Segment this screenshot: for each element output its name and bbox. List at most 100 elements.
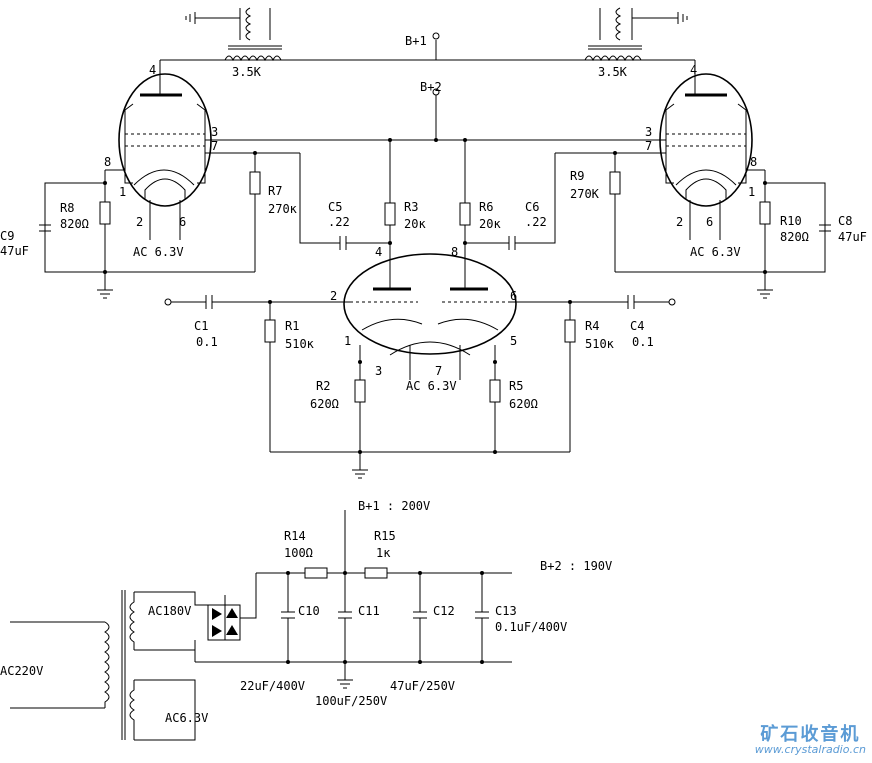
c4-name: C4 (630, 319, 644, 333)
left-tube-pin2: 2 (136, 215, 143, 229)
r3-name: R3 (404, 200, 418, 214)
watermark: 矿石收音机 www.crystalradio.cn (754, 724, 866, 756)
c10-label: C10 (298, 604, 320, 618)
right-tube-pin7: 7 (645, 139, 652, 153)
right-tube-pin2: 2 (676, 215, 683, 229)
b2-label: B+2 (420, 80, 442, 94)
right-tube-pin8: 8 (750, 155, 757, 169)
r5-name: R5 (509, 379, 523, 393)
power-transformer: AC220V AC180V AC6.3V (0, 590, 208, 741)
r3-value: 20κ (404, 217, 426, 231)
left-transformer-label: 3.5K (232, 65, 262, 79)
center-pin5: 5 (510, 334, 517, 348)
c1-value: 0.1 (196, 335, 218, 349)
center-pin2: 2 (330, 289, 337, 303)
r8-resistor (99, 201, 111, 225)
c4-value: 0.1 (632, 335, 654, 349)
c6-value: .22 (525, 215, 547, 229)
ac220-label: AC220V (0, 664, 43, 678)
r9-value: 270K (570, 187, 600, 201)
center-pin1: 1 (344, 334, 351, 348)
center-cathode-network: R2 620Ω R5 620Ω (270, 345, 570, 479)
c8-name: C8 (838, 214, 852, 228)
cap-note-3: 47uF/250V (390, 679, 455, 693)
left-cathode-network: R8 820Ω C9 47uF (0, 169, 125, 299)
left-tube-pin8: 8 (104, 155, 111, 169)
c12-label: C12 (433, 604, 455, 618)
c5-name: C5 (328, 200, 342, 214)
left-tube-pin1: 1 (119, 185, 126, 199)
left-tube-pin7: 7 (211, 139, 218, 153)
r6-value: 20κ (479, 217, 501, 231)
r6-name: R6 (479, 200, 493, 214)
r14-name: R14 (284, 529, 306, 543)
left-tube-pin4: 4 (149, 63, 156, 77)
watermark-url: www.crystalradio.cn (754, 743, 866, 756)
r2-name: R2 (316, 379, 330, 393)
watermark-title: 矿石收音机 (760, 724, 861, 745)
r14-value: 100Ω (284, 546, 313, 560)
left-heater-label: AC 6.3V (133, 245, 184, 259)
r4-value: 510κ (585, 337, 615, 351)
center-pin3: 3 (375, 364, 382, 378)
right-tube-pin6: 6 (706, 215, 713, 229)
c9-value: 47uF (0, 244, 29, 258)
r10-name: R10 (780, 214, 802, 228)
center-heater-label: AC 6.3V (406, 379, 457, 393)
center-pin7: 7 (435, 364, 442, 378)
center-triode: 2 6 4 8 1 3 7 5 AC 6.3V (330, 245, 517, 393)
r9-network: R9 270K (570, 151, 765, 273)
filter-network: B+1 : 200V B+2 : 190V R14 100Ω R15 1κ C1… (195, 499, 612, 708)
r1-value: 510κ (285, 337, 315, 351)
r7-name: R7 (268, 184, 282, 198)
r4-name: R4 (585, 319, 599, 333)
b2-rail: B+2 (388, 80, 467, 142)
c6-coupling: C6 .22 (465, 153, 556, 250)
r5-value: 620Ω (509, 397, 538, 411)
right-output-transformer: 3.5K (584, 7, 688, 79)
r7-network: R7 270κ (105, 151, 298, 273)
left-tube-pin3: 3 (211, 125, 218, 139)
right-input-network: R4 510κ C4 0.1 (510, 295, 676, 452)
right-transformer-label: 3.5K (598, 65, 628, 79)
c8-value: 47uF (838, 230, 867, 244)
center-pin6: 6 (510, 289, 517, 303)
ac63-label: AC6.3V (165, 711, 208, 725)
right-tube-pin1: 1 (748, 185, 755, 199)
left-output-transformer: 3.5K (185, 7, 282, 79)
bridge-rectifier (194, 573, 257, 662)
center-pin4: 4 (375, 245, 382, 259)
r1-name: R1 (285, 319, 299, 333)
b1-voltage-label: B+1 : 200V (358, 499, 430, 513)
c11-label: C11 (358, 604, 380, 618)
center-pin8: 8 (451, 245, 458, 259)
left-power-tube: 4 3 7 8 1 2 6 AC 6.3V (104, 60, 436, 259)
r8-name: R8 (60, 201, 74, 215)
right-tube-pin4: 4 (690, 63, 697, 77)
c1-name: C1 (194, 319, 208, 333)
r3-plate-load: R3 20κ (384, 140, 426, 265)
c6-name: C6 (525, 200, 539, 214)
left-input-network: C1 0.1 R1 510κ (164, 295, 350, 452)
r10-value: 820Ω (780, 230, 809, 244)
right-tube-pin3: 3 (645, 125, 652, 139)
c5-coupling: C5 .22 (299, 153, 390, 250)
cap-note-2: 100uF/250V (315, 694, 387, 708)
c13-name: C13 (495, 604, 517, 618)
left-tube-pin6: 6 (179, 215, 186, 229)
b2-voltage-label: B+2 : 190V (540, 559, 612, 573)
c9-name: C9 (0, 229, 14, 243)
right-power-tube: 4 3 7 8 1 2 6 AC 6.3V (436, 60, 757, 259)
b1-label: B+1 (405, 34, 427, 48)
right-heater-label: AC 6.3V (690, 245, 741, 259)
r15-name: R15 (374, 529, 396, 543)
r6-plate-load: R6 20κ (459, 140, 501, 265)
c5-value: .22 (328, 215, 350, 229)
r9-name: R9 (570, 169, 584, 183)
r15-value: 1κ (376, 546, 391, 560)
c13-value: 0.1uF/400V (495, 620, 567, 634)
right-cathode-network: R10 820Ω C8 47uF (746, 169, 867, 299)
r7-value: 270κ (268, 202, 298, 216)
cap-note-1: 22uF/400V (240, 679, 305, 693)
